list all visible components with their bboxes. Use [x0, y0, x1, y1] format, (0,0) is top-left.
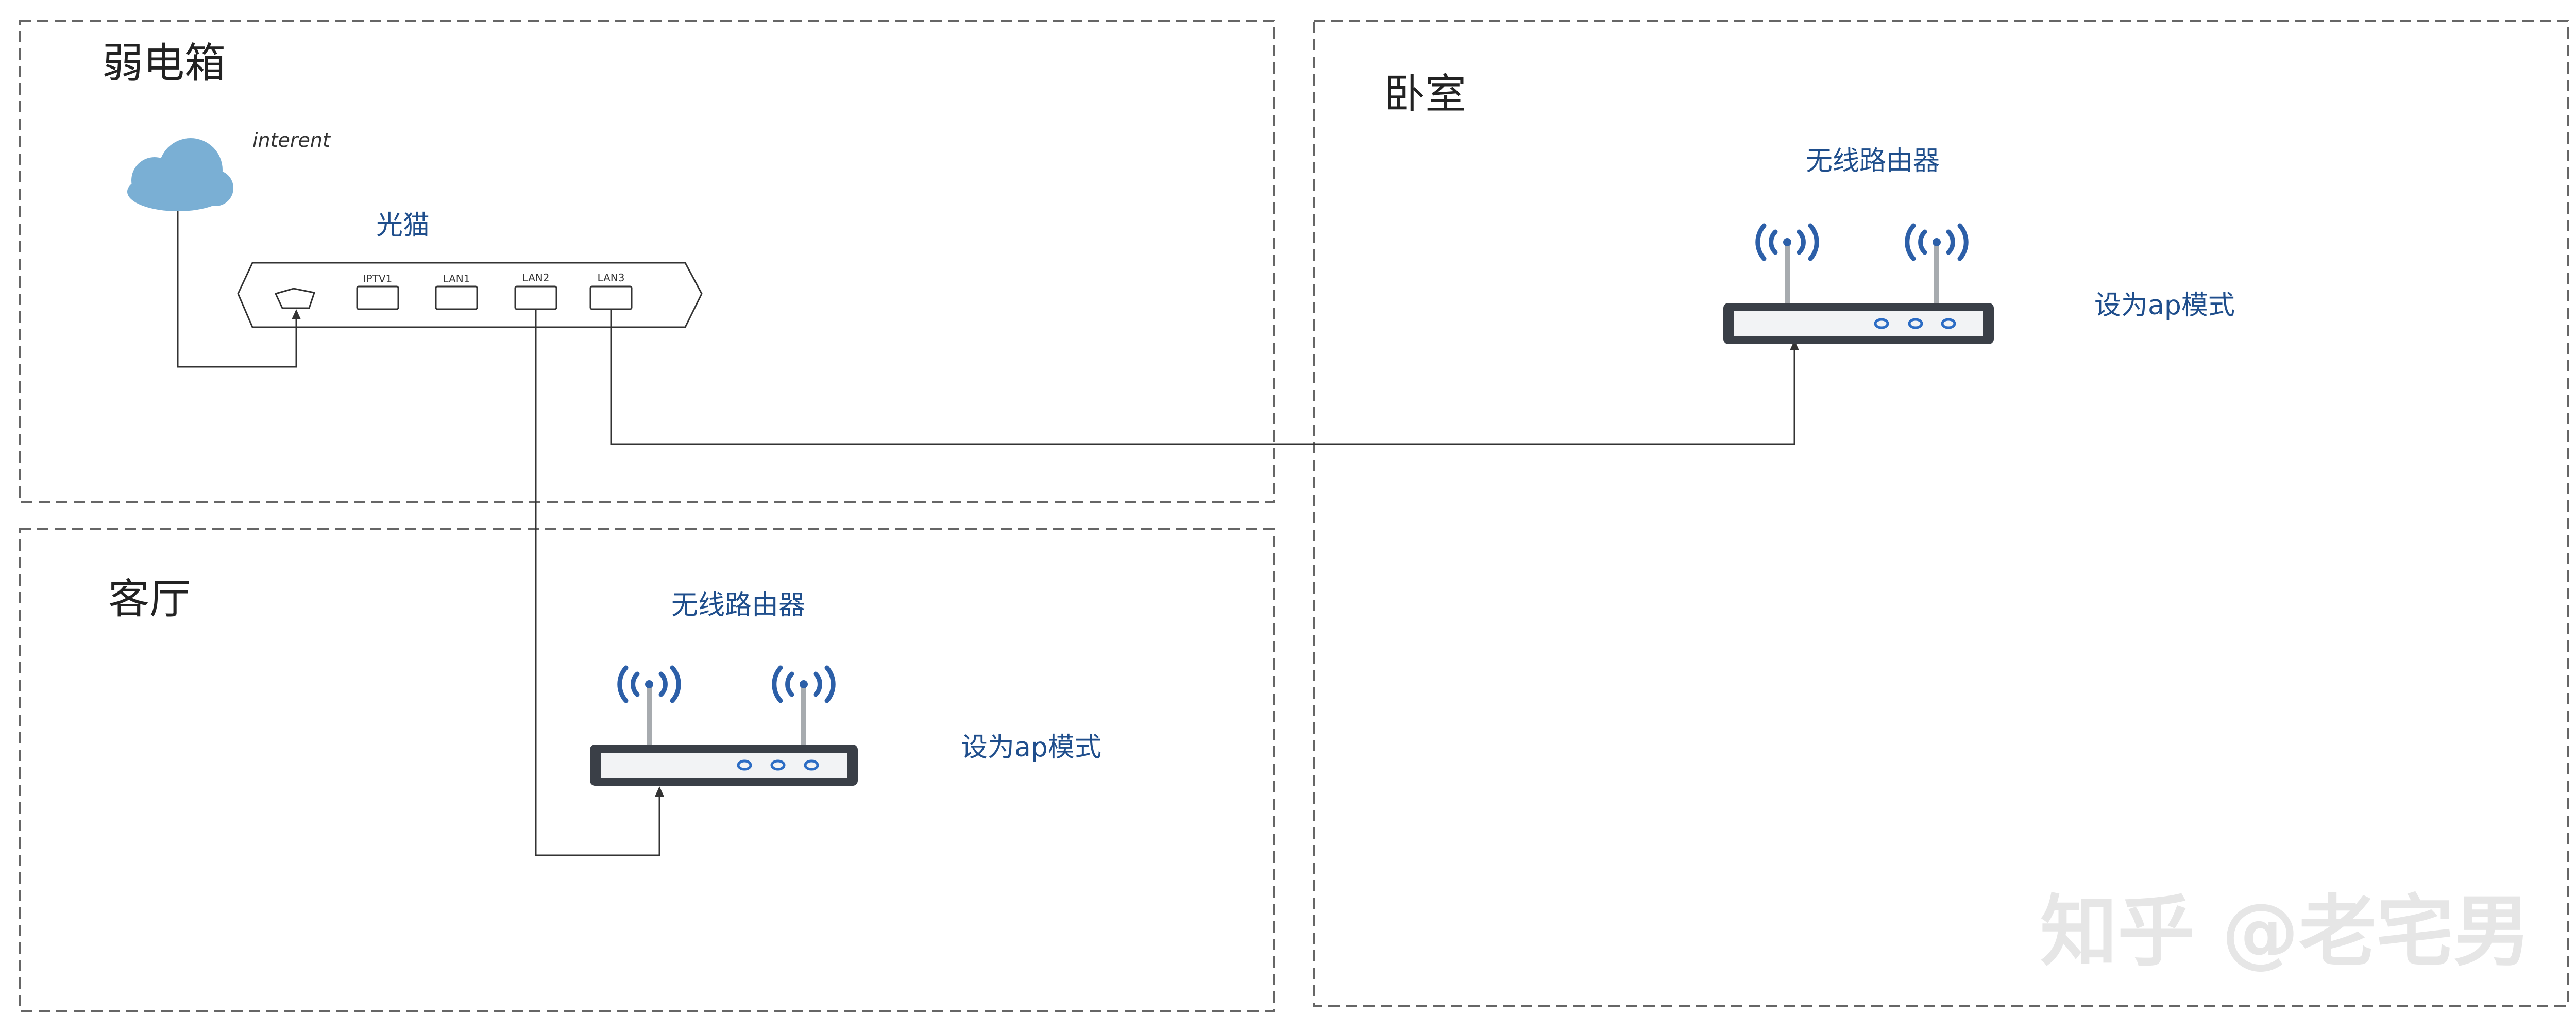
led-icon: [1874, 318, 1889, 329]
router-living: [590, 665, 858, 786]
zone-title-bedroom: 卧室: [1384, 70, 1466, 118]
wifi-icon: [1905, 223, 1969, 261]
arrow-head: [1790, 340, 1799, 350]
modem-label: 光猫: [376, 210, 430, 241]
port-lan2: [514, 285, 557, 310]
zone-title-living: 客厅: [108, 575, 191, 623]
led-icon: [770, 759, 786, 771]
zone-title-weak-box: 弱电箱: [102, 39, 226, 87]
zone-living: [19, 528, 1275, 1012]
wifi-icon: [617, 665, 681, 703]
zone-bedroom: [1313, 20, 2569, 1007]
link-internet-modem: [177, 211, 297, 368]
wifi-icon: [772, 665, 836, 703]
led-icon: [1908, 318, 1923, 329]
led-icon: [737, 759, 752, 771]
link-lan3-bedroom: [610, 309, 1795, 445]
cloud-icon: [127, 138, 233, 211]
port-label-lan2: LAN2: [522, 272, 550, 284]
led-icon: [804, 759, 819, 771]
internet-label: interent: [252, 129, 331, 151]
arrow-head: [292, 309, 301, 319]
port-label-lan1: LAN1: [443, 273, 470, 285]
port-iptv1: [356, 285, 399, 310]
wifi-icon: [1755, 223, 1819, 261]
fiber-port-icon: [274, 288, 315, 309]
router-label-bedroom: 无线路由器: [1806, 146, 1940, 177]
port-lan1: [435, 285, 478, 310]
link-lan2-living: [535, 309, 660, 856]
arrow-head: [655, 786, 664, 797]
port-label-iptv1: IPTV1: [363, 273, 393, 285]
zone-weak-box: [19, 20, 1275, 503]
ap-mode-note-bedroom: 设为ap模式: [2094, 290, 2235, 321]
port-lan3: [589, 285, 633, 310]
port-label-lan3: LAN3: [598, 272, 625, 284]
router-label-living: 无线路由器: [671, 590, 805, 621]
router-bedroom: [1723, 223, 1994, 344]
led-icon: [1941, 318, 1956, 329]
watermark: 知乎 @老宅男: [2040, 887, 2531, 977]
ap-mode-note-living: 设为ap模式: [961, 732, 1101, 763]
